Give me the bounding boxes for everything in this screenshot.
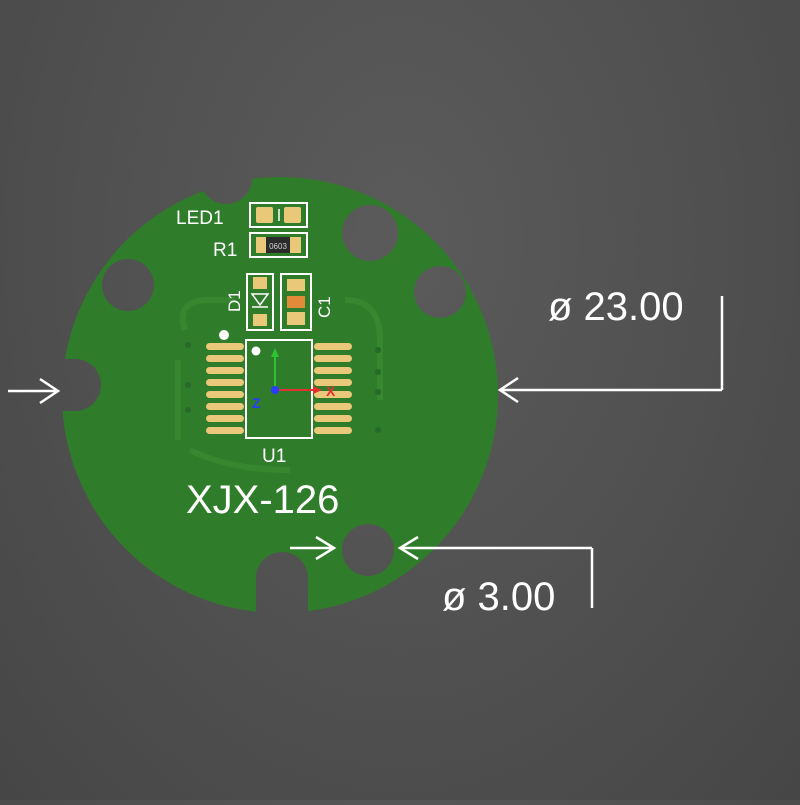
y-axis-arrow-icon (271, 348, 279, 357)
d1-component[interactable]: D1 (225, 273, 274, 331)
c1-component[interactable]: C1 (280, 273, 334, 331)
arrow-right-icon (39, 377, 61, 405)
x-axis-label: X (326, 383, 336, 399)
z-axis-label: Z (252, 395, 261, 411)
arrow-right-icon (315, 535, 337, 561)
outer-diameter-label: ø 23.00 (548, 285, 684, 329)
led1-designator: LED1 (176, 208, 224, 229)
x-axis-arrow-icon (313, 386, 322, 394)
arrow-left-icon (397, 535, 419, 561)
origin-axes-gizmo: Z X (252, 348, 336, 411)
r1-component[interactable]: 0603 R1 (213, 232, 308, 261)
u1-designator: U1 (262, 446, 286, 467)
hole-diameter-label: ø 3.00 (442, 575, 555, 619)
board-title: XJX-126 (186, 478, 339, 522)
hole-diameter-dimension: ø 3.00 (290, 535, 594, 619)
r1-designator: R1 (213, 240, 237, 261)
c1-designator: C1 (315, 296, 334, 318)
u1-component[interactable]: U1 (206, 330, 352, 467)
left-dimension-arrow (8, 377, 61, 405)
r1-package-label: 0603 (269, 242, 287, 251)
led1-component[interactable]: LED1 (176, 202, 308, 229)
d1-designator: D1 (225, 290, 244, 312)
outer-diameter-dimension: ø 23.00 (497, 285, 724, 404)
arrow-left-icon (497, 376, 519, 404)
